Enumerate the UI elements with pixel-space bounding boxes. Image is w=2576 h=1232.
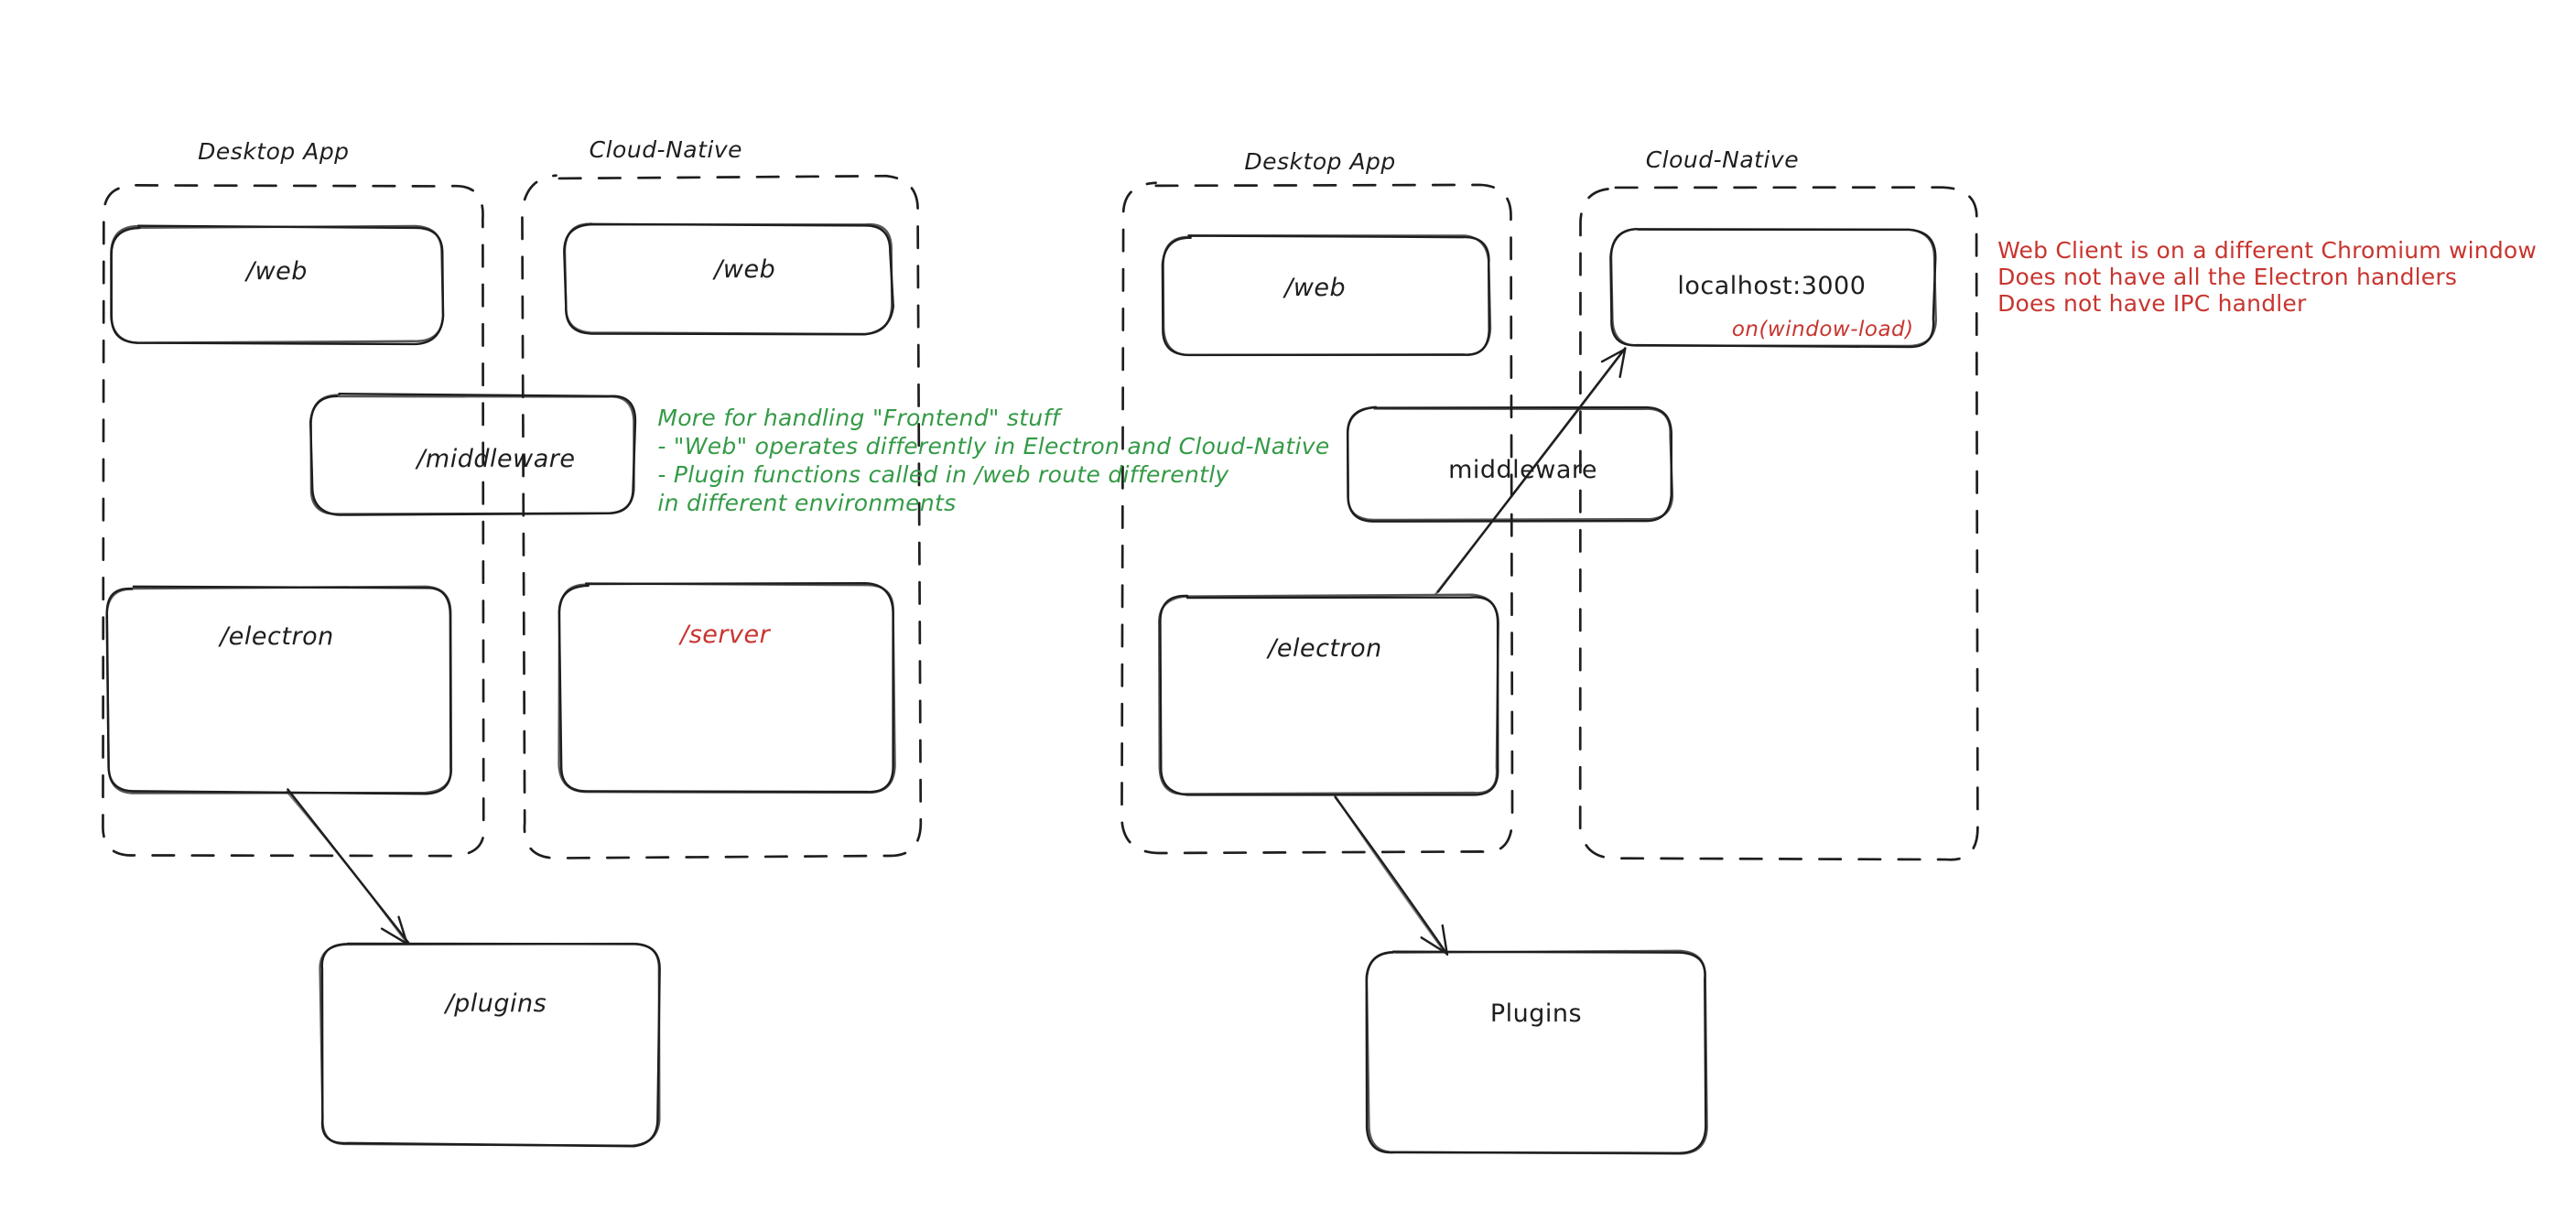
box-label-l-web: /web: [245, 256, 308, 286]
box-label-l-plugins: /plugins: [445, 989, 547, 1019]
group-container-left-desktop: [102, 184, 485, 858]
node-box-l-server[interactable]: [557, 581, 896, 794]
node-box-l-plugins[interactable]: [319, 942, 661, 1148]
group-label-0: Desktop App: [198, 138, 350, 166]
group-label-1: Cloud-Native: [589, 136, 743, 164]
box-label-l-cloud-web: /web: [714, 254, 776, 284]
annotation-web-client-note: Web Client is on a different Chromium wi…: [1997, 237, 2537, 317]
annotation-line: in different environments: [657, 489, 957, 516]
group-label-3: Cloud-Native: [1645, 146, 1800, 174]
arrow-electron-to-plugins-left: [286, 788, 410, 946]
box-label-r-middleware: middleware: [1448, 456, 1598, 485]
box-label-r-web: /web: [1284, 273, 1347, 302]
box-label-l-server: /server: [680, 621, 771, 650]
box-label-l-electron: /electron: [220, 622, 334, 652]
annotation-line: Web Client is on a different Chromium wi…: [1997, 237, 2538, 265]
annotation-line: - "Web" operates differently in Electron…: [657, 432, 1330, 459]
box-label-r-electron: /electron: [1268, 633, 1382, 663]
annotation-line: More for handling "Frontend" stuff: [657, 404, 1060, 431]
annotation-line: - Plugin functions called in /web route …: [657, 460, 1229, 488]
group-label-2: Desktop App: [1244, 147, 1396, 175]
annotation-line: Does not have IPC handler: [1997, 290, 2307, 318]
node-box-r-electron[interactable]: [1158, 593, 1499, 796]
box-label-r-plugins: Plugins: [1489, 1000, 1583, 1029]
box-label-l-middleware: /middleware: [417, 444, 576, 473]
node-box-l-electron[interactable]: [105, 585, 453, 795]
annotation-line: Does not have all the Electron handlers: [1997, 264, 2458, 291]
arrow-electron-to-plugins-right: [1334, 794, 1449, 956]
annotation-frontend-note: More for handling "Frontend" stuff- "Web…: [657, 404, 1329, 517]
box-label-r-localhost: localhost:3000: [1677, 271, 1867, 300]
sub-label-on-window-load: on(window-load): [1731, 318, 1914, 342]
node-box-r-plugins[interactable]: [1365, 949, 1708, 1155]
